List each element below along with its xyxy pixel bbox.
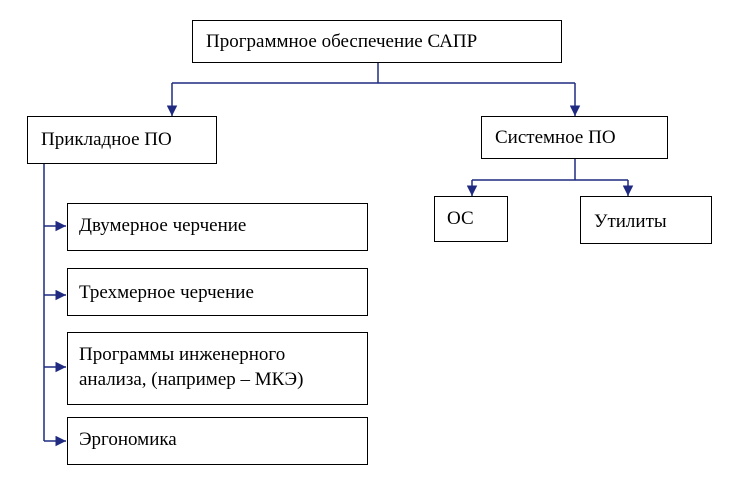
node-3d-drafting-label: Трехмерное черчение: [79, 282, 254, 303]
node-engineering-analysis-line-2: анализа, (например – МКЭ): [79, 368, 304, 390]
node-2d-drafting: Двумерное черчение: [67, 203, 368, 251]
node-ergonomics-label: Эргономика: [79, 429, 177, 450]
system-software-label: Системное ПО: [495, 127, 616, 148]
node-os-label: ОС: [447, 208, 474, 229]
root-node-label: Программное обеспечение САПР: [206, 31, 478, 52]
node-utilities-label: Утилиты: [594, 211, 667, 232]
node-2d-drafting-label: Двумерное черчение: [79, 215, 247, 236]
applied-software-node: Прикладное ПО: [27, 116, 217, 164]
applied-software-label: Прикладное ПО: [41, 129, 172, 150]
node-engineering-analysis: Программы инженерного анализа, (например…: [67, 332, 368, 405]
node-engineering-analysis-line-1: Программы инженерного: [79, 344, 286, 365]
node-utilities: Утилиты: [580, 196, 712, 244]
root-node: Программное обеспечение САПР: [192, 20, 562, 63]
node-3d-drafting: Трехмерное черчение: [67, 268, 368, 316]
node-ergonomics: Эргономика: [67, 417, 368, 465]
node-os: ОС: [434, 196, 508, 242]
system-software-node: Системное ПО: [481, 116, 668, 159]
